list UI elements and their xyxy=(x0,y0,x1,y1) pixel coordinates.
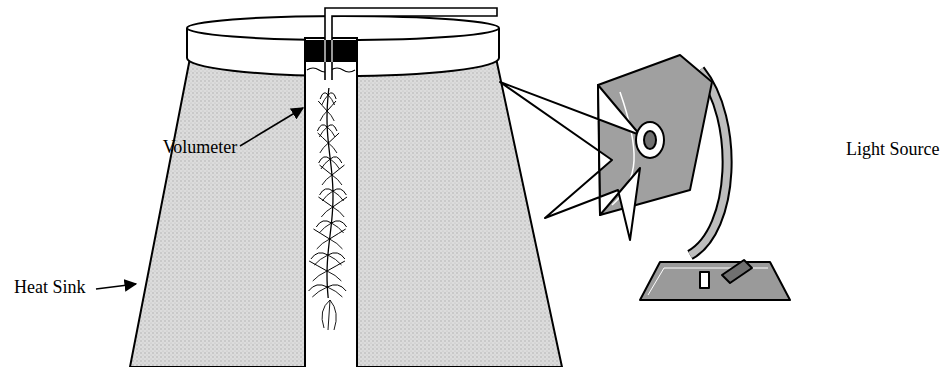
part-label: Volumeter xyxy=(163,138,238,158)
desk-lamp xyxy=(500,55,790,300)
elodea-plant xyxy=(309,88,347,330)
part-label: Heat Sink xyxy=(14,278,86,298)
leader-arrow xyxy=(240,108,303,146)
leader-arrow xyxy=(96,284,136,289)
heat-sink-rim-top xyxy=(187,16,499,40)
stopper xyxy=(306,40,356,62)
part-label: Light Source xyxy=(846,140,939,160)
volumeter-tube xyxy=(305,38,357,367)
